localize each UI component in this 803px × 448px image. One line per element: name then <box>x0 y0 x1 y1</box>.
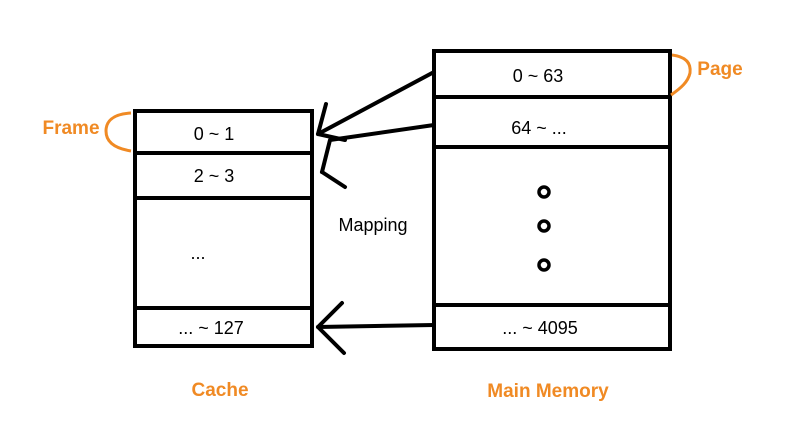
page-brace-icon <box>670 53 692 97</box>
frame-label: Frame <box>42 118 99 139</box>
main-memory-block: 0 ~ 63 64 ~ ... ... ~ 4095 <box>432 49 672 351</box>
cache-frame-0: 0 ~ 1 <box>194 124 235 144</box>
memory-page-last: ... ~ 4095 <box>502 318 578 338</box>
memory-page-1: 64 ~ ... <box>511 118 567 138</box>
arrow-lastpage-to-lastframe <box>316 323 436 329</box>
main-memory-outline <box>432 49 672 351</box>
main-memory-caption: Main Memory <box>487 381 609 402</box>
cache-outline <box>133 109 314 348</box>
cache-frame-ellipsis: ... <box>190 243 205 263</box>
cache-frame-last: ... ~ 127 <box>178 318 244 338</box>
vertical-ellipsis-icon <box>537 185 551 272</box>
frame-brace-icon <box>104 111 132 153</box>
mapping-label: Mapping <box>338 215 407 235</box>
cache-block: 0 ~ 1 2 ~ 3 ... ... ~ 127 <box>133 109 314 348</box>
arrow-page0-to-frame0 <box>316 70 436 136</box>
arrowhead-icon <box>316 301 346 355</box>
page-annotation: Page <box>670 53 743 97</box>
cache-caption: Cache <box>191 380 248 401</box>
memory-page-0: 0 ~ 63 <box>513 66 564 86</box>
frame-annotation: Frame <box>42 111 132 153</box>
cache-frame-1: 2 ~ 3 <box>194 166 235 186</box>
mapping-arrows <box>316 70 436 355</box>
arrowhead-icon <box>320 170 347 189</box>
arrow-page1-to-frame1 <box>320 123 436 174</box>
page-label: Page <box>697 59 742 80</box>
